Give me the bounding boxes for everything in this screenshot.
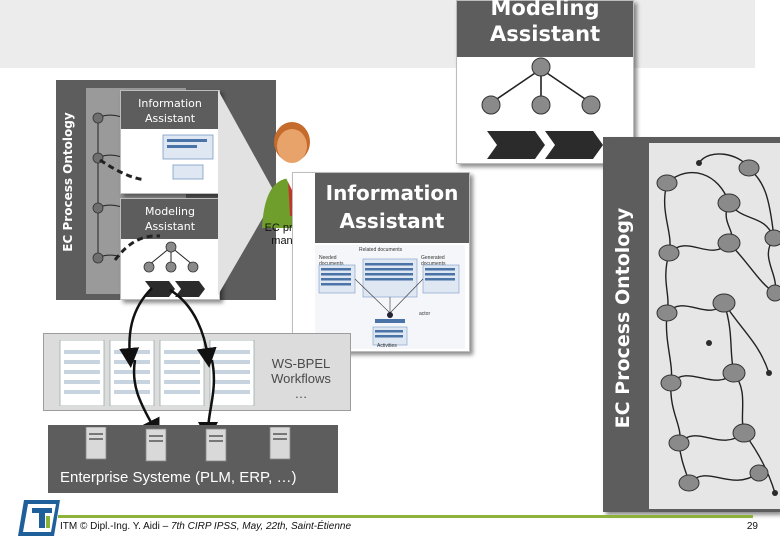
modeling-assistant-large-header: Modeling Assistant xyxy=(457,0,633,57)
ontology-node xyxy=(656,304,678,322)
tree-node xyxy=(531,57,551,77)
process-chevron xyxy=(545,131,603,159)
modeling-assistant-small-header: Modeling Assistant xyxy=(121,199,219,239)
footer-rule xyxy=(58,515,753,518)
modeling-assistant-large-card: Modeling Assistant xyxy=(456,0,634,164)
mockup-left-col: Needed documents xyxy=(319,255,344,267)
wsbpel-line1: WS-BPEL xyxy=(271,356,331,371)
info-assistant-small-card: Information Assistant xyxy=(120,90,220,194)
info-mockup-small xyxy=(162,134,214,180)
modeling-assistant-small-title: Modeling Assistant xyxy=(144,205,196,233)
mockup-right-col: Generated documents xyxy=(421,255,446,267)
workflow-thumbnails xyxy=(59,340,255,406)
ontology-node xyxy=(764,229,780,247)
ontology-node xyxy=(732,423,756,443)
info-assistant-small-header: Information Assistant xyxy=(121,91,219,129)
info-assistant-large-header: Information Assistant xyxy=(293,173,469,243)
info-assistant-large-title: Information Assistant xyxy=(325,181,459,233)
ontology-node xyxy=(749,464,769,482)
ontology-small-label: EC Process Ontology xyxy=(61,112,75,252)
server-icons xyxy=(85,427,291,462)
flow-arrows xyxy=(119,287,219,440)
ontology-node xyxy=(712,293,736,313)
mockup-actor: actor xyxy=(419,311,431,317)
mockup-activities: Activities xyxy=(377,343,397,349)
dashed-connectors xyxy=(99,158,161,261)
modeling-mini-tree xyxy=(143,241,205,297)
ontology-node xyxy=(656,174,678,192)
footer-citation: ITM © Dipl.-Ing. Y. Aidi – 7th CIRP IPSS… xyxy=(60,521,660,532)
enterprise-systems-label: Enterprise Systeme (PLM, ERP, …) xyxy=(60,469,297,486)
modeling-tree-diagram xyxy=(481,57,603,159)
ontology-node xyxy=(722,363,746,383)
ontology-graph xyxy=(649,143,780,509)
top-band xyxy=(0,0,755,68)
info-assistant-large-card: Information Assistant Related documents … xyxy=(292,172,470,352)
info-assistant-small-title: Information Assistant xyxy=(138,97,202,125)
footer-citation-event: 7th CIRP IPSS, May, 22th, Saint-Étienne xyxy=(170,521,352,532)
ontology-node xyxy=(738,159,760,177)
ontology-node xyxy=(678,474,700,492)
tree-node xyxy=(531,95,551,115)
info-mockup-large: Related documents Needed documents Gener… xyxy=(315,245,465,349)
ontology-large-label: EC Process Ontology xyxy=(612,207,634,429)
mockup-header: Related documents xyxy=(359,247,403,253)
wsbpel-line2: Workflows xyxy=(271,371,331,386)
ontology-node xyxy=(658,244,680,262)
server-icon xyxy=(85,427,107,460)
ontology-node xyxy=(668,434,690,452)
ontology-large-panel: EC Process Ontology xyxy=(603,137,780,512)
server-icon xyxy=(269,427,291,460)
enterprise-systems-band: Enterprise Systeme (PLM, ERP, …) xyxy=(48,425,338,493)
tree-node xyxy=(581,95,601,115)
wsbpel-label: WS-BPEL Workflows … xyxy=(266,356,336,401)
itm-logo-icon xyxy=(18,500,60,536)
server-icon xyxy=(205,428,227,462)
footer-citation-prefix: ITM © Dipl.-Ing. Y. Aidi – xyxy=(60,521,171,532)
wsbpel-band: WS-BPEL Workflows … xyxy=(43,333,351,411)
tree-node xyxy=(481,95,501,115)
modeling-assistant-large-title: Modeling Assistant xyxy=(490,0,601,46)
page-number: 29 xyxy=(746,521,758,532)
ontology-node xyxy=(660,374,682,392)
server-icon xyxy=(145,428,167,462)
process-chevron xyxy=(487,131,545,159)
ontology-node xyxy=(717,233,741,253)
zoom-wedge xyxy=(218,90,276,295)
ontology-node xyxy=(766,284,780,302)
wsbpel-line3: … xyxy=(294,386,308,401)
ontology-node xyxy=(717,193,741,213)
